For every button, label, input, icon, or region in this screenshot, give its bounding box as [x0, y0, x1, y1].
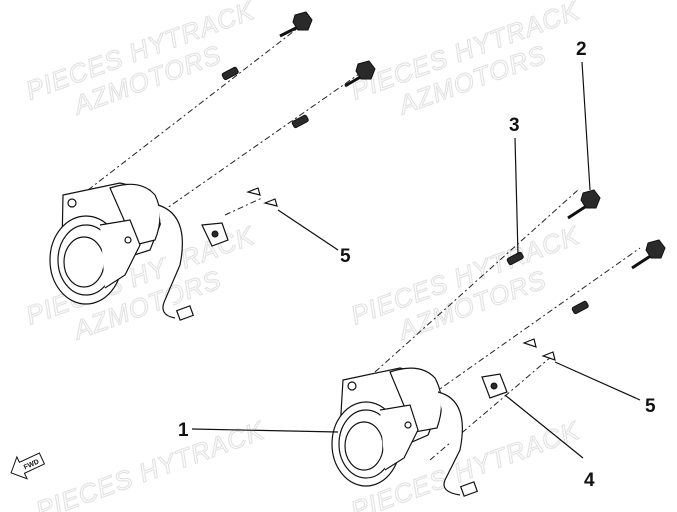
forward-direction-icon: FWD: [10, 452, 46, 480]
callout-3: 3: [509, 115, 520, 136]
watermark-4: PIECES HYTRACK AZMOTORS: [346, 219, 584, 346]
adjuster-screw-3: [567, 189, 601, 220]
callout-4: 4: [584, 470, 595, 491]
pivot-pin-2: [263, 198, 278, 207]
watermark-2: PIECES HYTRACK AZMOTORS: [346, 0, 584, 121]
leader-lines: [191, 61, 641, 459]
bracket-upper: [201, 222, 229, 247]
spring-3: [506, 251, 524, 266]
callout-5-upper: 5: [340, 246, 351, 267]
spring-4: [571, 300, 589, 315]
callout-2: 2: [576, 39, 587, 60]
headlight-lower: [331, 367, 479, 497]
pivot-pin-3: [522, 338, 537, 348]
adjuster-screw-2: [344, 60, 376, 88]
spring-1: [221, 66, 239, 81]
watermark-1: PIECES HYTRACK AZMOTORS: [21, 0, 259, 121]
headlight-upper: [49, 182, 195, 321]
pivot-pin-4: [541, 351, 556, 361]
bracket-lower: [481, 373, 508, 399]
adjuster-screw-4: [631, 239, 666, 270]
assembly-lines: [87, 27, 641, 461]
spring-2: [291, 114, 309, 129]
callout-5-lower: 5: [645, 396, 656, 417]
adjuster-screw-1: [279, 11, 313, 38]
pivot-pin-1: [246, 187, 261, 196]
callout-1: 1: [178, 420, 189, 441]
